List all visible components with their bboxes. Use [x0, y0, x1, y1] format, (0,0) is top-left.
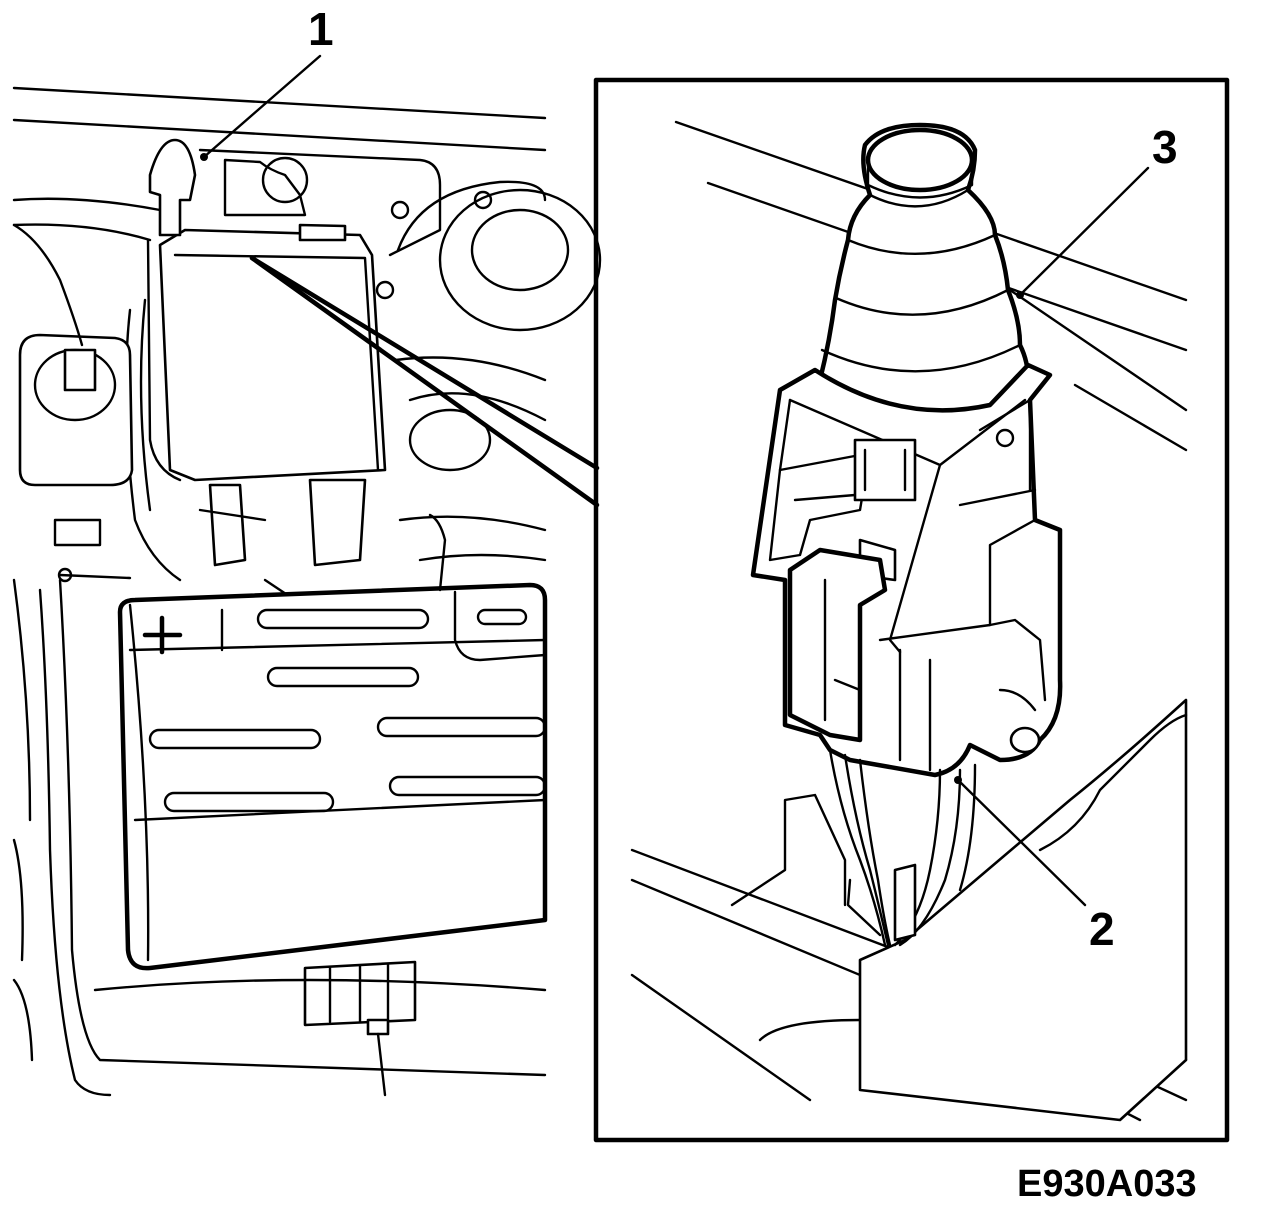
callout-2-label: 2 [1089, 903, 1115, 955]
engine-compartment-overview [12, 54, 602, 1097]
detail-frame [593, 77, 1230, 1143]
callout-3-label: 3 [1152, 121, 1178, 173]
battery-negative-icon [476, 608, 528, 626]
figure-code: E930A033 [1017, 1163, 1197, 1205]
battery-positive-icon [142, 615, 183, 655]
connector-detail [630, 120, 1188, 1122]
callout-1-label: 1 [308, 3, 334, 55]
